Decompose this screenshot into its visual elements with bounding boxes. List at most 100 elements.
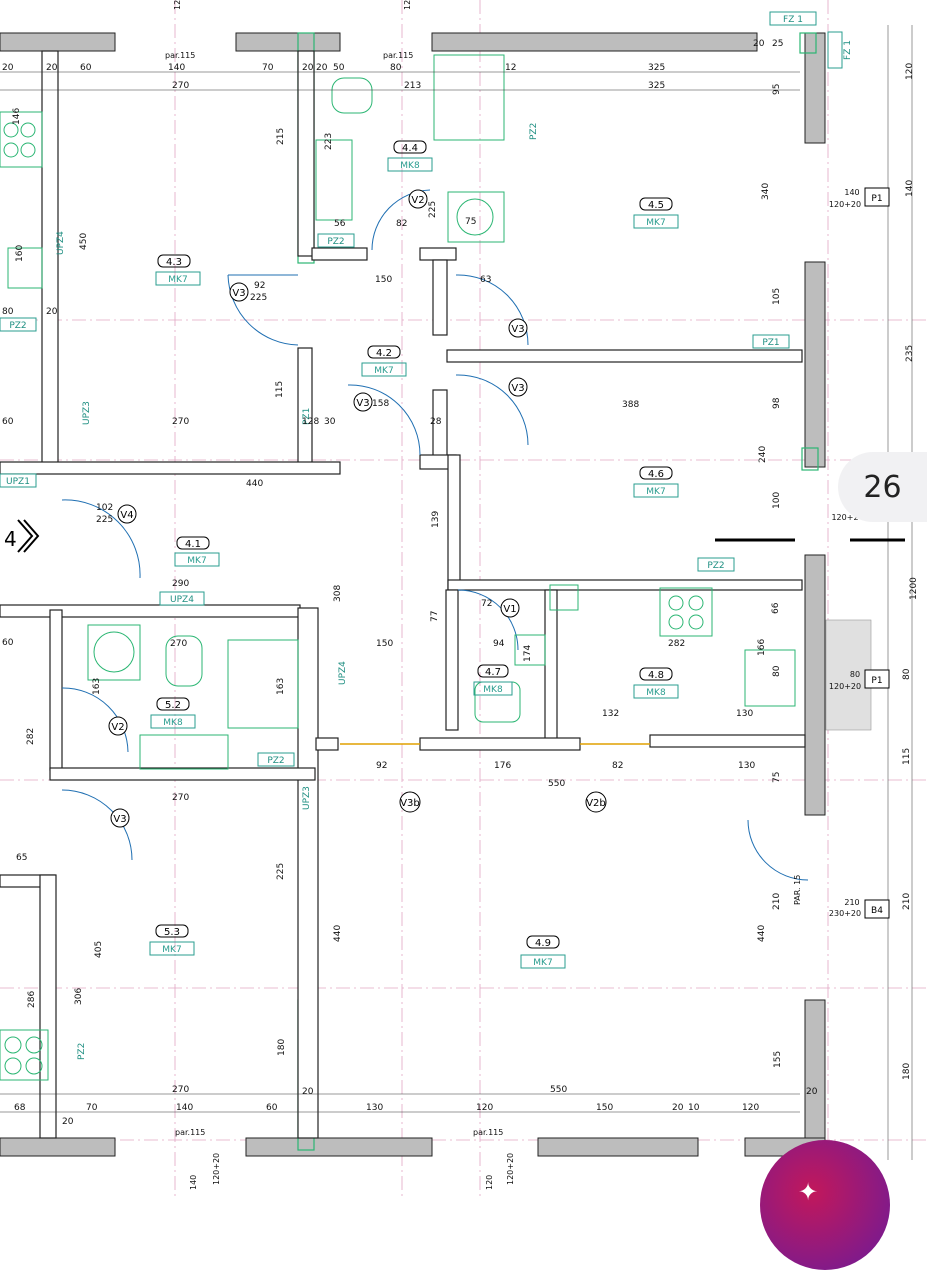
svg-text:163: 163 <box>92 678 102 695</box>
svg-text:4: 4 <box>4 527 17 551</box>
svg-text:550: 550 <box>550 1085 567 1095</box>
svg-text:115: 115 <box>902 748 912 765</box>
room-4-8: 4.8 MK8 <box>633 667 679 699</box>
svg-text:PZ2: PZ2 <box>9 321 26 331</box>
svg-text:MK7: MK7 <box>162 945 181 955</box>
svg-text:MK7: MK7 <box>646 218 665 228</box>
svg-text:FZ 1: FZ 1 <box>843 40 853 60</box>
right-dimensions: 120 140 235 1200 1280 80 115 210 180 <box>902 63 919 1080</box>
room-4-9: 4.9 MK7 <box>520 935 566 969</box>
svg-text:20: 20 <box>2 63 14 73</box>
svg-text:4.6: 4.6 <box>648 469 664 480</box>
svg-text:158: 158 <box>372 399 389 409</box>
svg-text:440: 440 <box>333 925 343 942</box>
svg-text:MK7: MK7 <box>646 487 665 497</box>
svg-text:PAR. 15: PAR. 15 <box>793 875 802 905</box>
svg-text:MK7: MK7 <box>168 275 187 285</box>
room-4-1: 4.1 MK7 <box>174 536 220 567</box>
svg-text:MK7: MK7 <box>374 366 393 376</box>
svg-text:80: 80 <box>390 63 402 73</box>
svg-text:150: 150 <box>596 1103 613 1113</box>
svg-text:20: 20 <box>46 63 58 73</box>
svg-text:450: 450 <box>79 233 89 250</box>
svg-text:20: 20 <box>316 63 328 73</box>
svg-text:282: 282 <box>668 639 685 649</box>
bottom-dimensions: 270 550 68 20 70 140 60 20 130 120 150 2… <box>0 1085 818 1190</box>
svg-text:V3: V3 <box>511 383 524 394</box>
svg-text:68: 68 <box>14 1103 26 1113</box>
svg-text:120+20: 120+20 <box>829 200 861 209</box>
svg-text:130: 130 <box>738 761 755 771</box>
svg-text:120: 120 <box>742 1103 759 1113</box>
svg-text:290: 290 <box>172 579 189 589</box>
svg-text:20: 20 <box>806 1087 818 1097</box>
svg-text:102: 102 <box>96 503 113 513</box>
svg-text:105: 105 <box>772 288 782 305</box>
svg-text:par.115: par.115 <box>473 1128 503 1137</box>
svg-text:176: 176 <box>494 761 511 771</box>
insulation-strips <box>297 32 819 1151</box>
svg-text:75: 75 <box>465 217 476 227</box>
svg-text:325: 325 <box>648 81 665 91</box>
svg-text:72: 72 <box>481 599 492 609</box>
app-logo[interactable]: ✦ <box>760 1140 890 1270</box>
svg-text:140: 140 <box>905 180 915 197</box>
svg-text:120+20: 120+20 <box>829 682 861 691</box>
svg-text:MK8: MK8 <box>483 685 503 695</box>
svg-text:550: 550 <box>548 779 565 789</box>
svg-text:120+2: 120+2 <box>403 0 412 10</box>
svg-text:215: 215 <box>276 128 286 145</box>
svg-text:155: 155 <box>773 1051 783 1068</box>
svg-text:98: 98 <box>772 397 782 409</box>
svg-text:140: 140 <box>844 188 859 197</box>
svg-text:150: 150 <box>376 639 393 649</box>
svg-text:70: 70 <box>262 63 274 73</box>
svg-text:405: 405 <box>94 941 104 958</box>
window-hatch <box>825 619 872 731</box>
svg-text:213: 213 <box>404 81 421 91</box>
svg-text:PZ1: PZ1 <box>302 408 312 425</box>
svg-text:UPZ4: UPZ4 <box>338 661 348 685</box>
svg-text:V2: V2 <box>411 195 424 206</box>
room-labels: 4.1 MK7 4.2 MK7 4.3 MK7 4.4 MK8 4.5 MK7 <box>149 140 679 969</box>
svg-text:150: 150 <box>375 275 392 285</box>
svg-text:20: 20 <box>753 39 765 49</box>
svg-text:94: 94 <box>493 639 505 649</box>
svg-text:5.3: 5.3 <box>164 927 180 938</box>
svg-text:4.8: 4.8 <box>648 670 664 681</box>
svg-text:80: 80 <box>2 307 14 317</box>
svg-text:82: 82 <box>612 761 623 771</box>
svg-text:270: 270 <box>172 417 189 427</box>
svg-text:225: 225 <box>96 515 113 525</box>
svg-text:UPZ3: UPZ3 <box>302 786 312 810</box>
svg-text:V4: V4 <box>120 510 133 521</box>
room-4-6: 4.6 MK7 <box>633 466 679 498</box>
svg-text:235: 235 <box>905 345 915 362</box>
top-dimensions: 20 20 60 140 70 20 20 50 80 12 325 25 20… <box>0 0 800 91</box>
svg-text:225: 225 <box>276 863 286 880</box>
svg-text:4.2: 4.2 <box>376 348 392 359</box>
svg-text:225: 225 <box>428 201 438 218</box>
svg-text:1200: 1200 <box>909 577 919 600</box>
svg-text:UPZ4: UPZ4 <box>170 595 194 605</box>
svg-text:B4: B4 <box>871 906 883 916</box>
svg-text:V2: V2 <box>111 722 124 733</box>
svg-text:77: 77 <box>430 611 440 622</box>
svg-text:UPZ3: UPZ3 <box>82 401 92 425</box>
svg-text:MK7: MK7 <box>187 556 206 566</box>
svg-text:MK8: MK8 <box>400 161 420 171</box>
svg-text:20: 20 <box>302 1087 314 1097</box>
svg-text:MK8: MK8 <box>163 718 183 728</box>
svg-text:5.2: 5.2 <box>165 700 181 711</box>
right-axis-lines <box>887 25 913 1160</box>
svg-text:PZ2: PZ2 <box>77 1043 87 1060</box>
svg-text:4.4: 4.4 <box>402 143 418 154</box>
svg-text:210: 210 <box>844 898 859 907</box>
svg-text:140: 140 <box>176 1103 193 1113</box>
svg-text:128: 128 <box>302 417 319 427</box>
svg-text:50: 50 <box>333 63 345 73</box>
svg-text:65: 65 <box>16 853 27 863</box>
svg-text:80: 80 <box>902 668 912 680</box>
room-5-3: 5.3 MK7 <box>149 924 195 956</box>
svg-text:270: 270 <box>172 793 189 803</box>
